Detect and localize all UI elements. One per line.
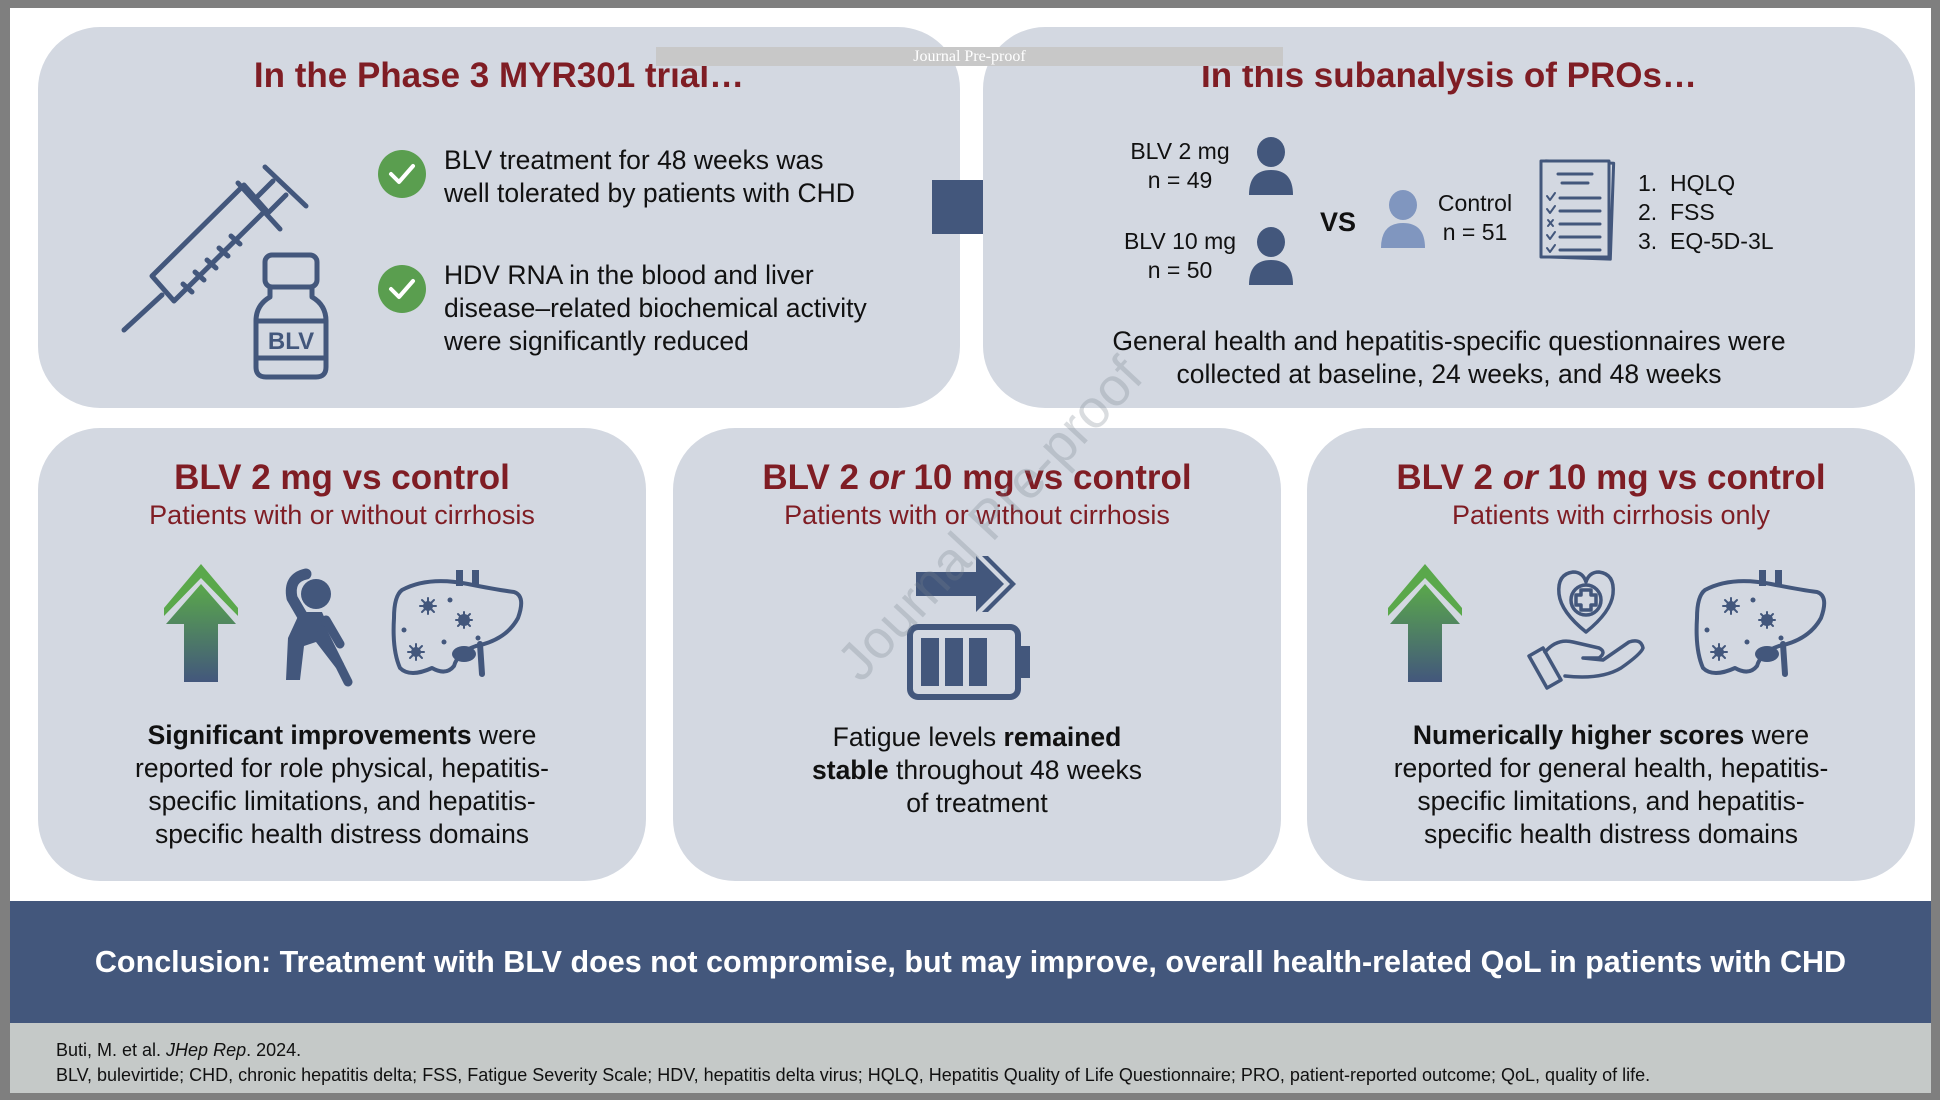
result-card-text: Significant improvements were reported f… [135,720,549,849]
liver-icon [391,570,524,677]
vial-label: BLV [268,328,314,355]
exercise-person-icon [285,568,353,687]
result-card-text: Fatigue levels remained stable throughou… [812,722,1142,818]
result-card-cirrhosis: BLV 2 or 10 mg vs control Patients with … [1307,428,1915,881]
heart-in-hand-icon [1527,570,1645,690]
person-icon [1249,137,1293,195]
conclusion-banner: Conclusion: Treatment with BLV does not … [10,901,1931,1023]
abbreviations: BLV, bulevirtide; CHD, chronic hepatitis… [56,1065,1651,1085]
result-card-title: BLV 2 mg vs control [174,458,510,497]
group-blv-2mg: BLV 2 mg n = 49 [1130,138,1230,193]
trial-bullet: BLV treatment for 48 weeks was well tole… [378,144,855,210]
result-card-text: Numerically higher scores were reported … [1393,720,1829,849]
right-arrow-icon [916,556,1016,612]
bullet-text: BLV treatment for 48 weeks was well tole… [444,145,855,208]
syringe-vial-icon: BLV [121,164,329,380]
result-card-subtitle: Patients with or without cirrhosis [784,500,1170,530]
vs-label: VS [1320,207,1357,237]
citation: Buti, M. et al. JHep Rep. 2024. [56,1040,302,1060]
trial-bullet: HDV RNA in the blood and liver disease–r… [378,259,867,358]
graphical-abstract-page: In the Phase 3 MYR301 trial… [10,8,1931,1093]
person-icon [1249,227,1293,285]
control-person-icon [1381,190,1425,248]
conclusion-text: Conclusion: Treatment with BLV does not … [94,944,1847,979]
bullet-text: HDV RNA in the blood and liver disease–r… [444,260,867,356]
journal-preproof-header-bar: Journal Pre-proof [656,47,1283,66]
questionnaire-list: 1.HQLQ 2.FSS 3.EQ-5D-3L [1638,169,1774,256]
questionnaire-item: 2.FSS [1638,199,1715,225]
up-arrow-icon [164,564,238,682]
result-card-blv-2-or-10mg: BLV 2 or 10 mg vs control Patients with … [673,428,1281,881]
pros-card-description: General health and hepatitis-specific qu… [1112,326,1786,389]
group-blv-10mg: BLV 10 mg n = 50 [1123,228,1237,283]
result-card-title: BLV 2 or 10 mg vs control [1396,458,1826,497]
footer: Buti, M. et al. JHep Rep. 2024. BLV, bul… [10,1023,1931,1093]
result-card-subtitle: Patients with cirrhosis only [1451,500,1771,530]
up-arrow-icon [1388,564,1462,682]
checklist-icon [1539,159,1616,261]
pros-card-title: In this subanalysis of PROs… [1201,56,1697,95]
check-circle-icon [378,150,426,198]
full-battery-icon [907,624,1030,700]
trial-summary-card: In the Phase 3 MYR301 trial… [38,27,960,408]
result-card-subtitle: Patients with or without cirrhosis [149,500,535,530]
questionnaire-item: 1.HQLQ [1638,170,1736,196]
group-control: Control n = 51 [1437,190,1513,245]
result-card-blv-2mg: BLV 2 mg vs control Patients with or wit… [38,428,646,881]
questionnaire-item: 3.EQ-5D-3L [1638,228,1774,254]
result-card-title: BLV 2 or 10 mg vs control [762,458,1192,497]
check-circle-icon [378,265,426,313]
pros-subanalysis-card: In this subanalysis of PROs… BLV 2 mg n … [983,27,1915,408]
liver-icon [1694,570,1827,677]
